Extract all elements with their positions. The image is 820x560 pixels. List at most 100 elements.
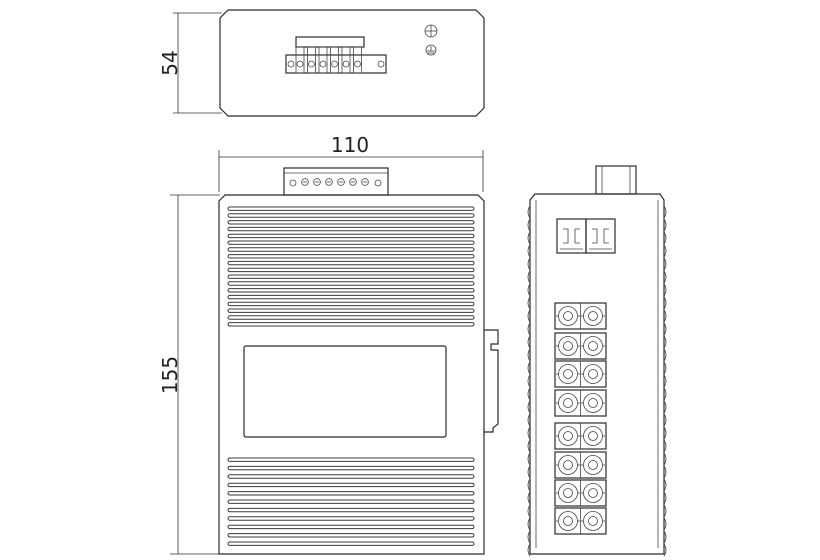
terminal-screw-icon [342,60,350,68]
side-ridge [527,439,531,453]
terminal-screw-icon [319,60,327,68]
side-ridge [663,400,667,414]
side-ridge [527,543,531,557]
fiber-connector-icon [558,336,578,356]
side-ridge [663,517,667,531]
fiber-port-column [554,302,607,535]
fiber-connector-icon [558,455,578,475]
side-ridge [663,348,667,362]
vent-fin [227,294,475,300]
side-ridge [663,491,667,505]
side-ridge [663,270,667,284]
fiber-core [563,431,573,441]
vent-fin [227,457,475,462]
side-ridge [663,413,667,427]
vent-fin [227,482,475,488]
din-rail-clip [484,329,499,433]
side-ridge [527,296,531,310]
vent-fin [227,465,475,471]
side-ridge [663,530,667,544]
fiber-core [588,341,598,351]
fiber-core [588,516,598,526]
fiber-core [563,460,573,470]
vent-fin [227,499,475,504]
terminal-slot [318,46,328,74]
side-ridge [663,426,667,440]
front-view: 110 155 [158,133,499,555]
mount-screw-icon [287,60,295,68]
fiber-connector-icon [558,393,578,413]
vent-fin [227,274,475,279]
terminal-slot [307,46,316,74]
top-view: 54 [158,9,485,117]
vent-fin [227,260,475,266]
side-ridge [663,231,667,245]
side-ridge [663,439,667,453]
side-ridge [527,322,531,336]
side-ridge [527,270,531,284]
side-ridge [663,296,667,310]
terminal-screw-icon [331,60,338,68]
fiber-connector-icon [558,483,578,503]
side-view [527,165,667,557]
terminal-screw-icon [361,178,369,186]
vent-fin [227,301,475,307]
terminal-slot [330,46,339,74]
side-ridge [663,335,667,349]
side-ridge [527,504,531,518]
fiber-connector-icon [583,336,603,356]
front-body-outline [218,194,485,555]
terminal-screw-icon [313,178,321,186]
vent-fin [227,541,475,546]
side-ridge [527,335,531,349]
fiber-connector-icon [558,306,578,326]
vent-fin [227,233,475,239]
side-ridge [663,244,667,258]
fiber-connector-icon [583,483,603,503]
side-ridge [527,244,531,258]
vent-fin [227,206,475,211]
terminal-screw-icon [337,178,345,186]
vent-fin [227,220,475,225]
side-ridge [663,465,667,479]
side-ridge [527,413,531,427]
vent-fin [227,288,475,293]
side-ridge [663,205,667,219]
fiber-core [563,398,573,408]
side-ridge [527,387,531,401]
dim-label-54: 54 [158,50,182,75]
terminal-block-front [283,167,389,196]
side-ridge [663,361,667,375]
vent-fin [227,240,475,245]
side-ridge [527,400,531,414]
side-ridge [663,309,667,323]
fiber-core [588,431,598,441]
fiber-core [563,311,573,321]
fiber-connector-icon [583,455,603,475]
side-ridge [527,205,531,219]
side-ridge [527,361,531,375]
terminal-screw-icon [301,178,309,186]
vent-fin [227,474,475,479]
ground-icon [424,24,438,56]
side-ridge [527,257,531,271]
vent-fin [227,524,475,530]
terminal-screw-icon [349,178,357,186]
side-ridge [663,257,667,271]
side-ridge [663,322,667,336]
mount-screw-icon [289,179,297,187]
side-ridge [527,452,531,466]
side-top-connector [595,165,637,195]
terminal-slot [295,46,305,74]
vent-fin [227,213,475,218]
dim-label-110: 110 [331,133,369,157]
fiber-core [588,488,598,498]
vent-fin [227,507,475,513]
dim-label-155: 155 [158,356,182,394]
vent-fin [227,281,475,286]
terminal-screw-icon [325,178,333,186]
vent-fin [227,315,475,320]
fiber-core [563,369,573,379]
side-ridge [663,374,667,388]
